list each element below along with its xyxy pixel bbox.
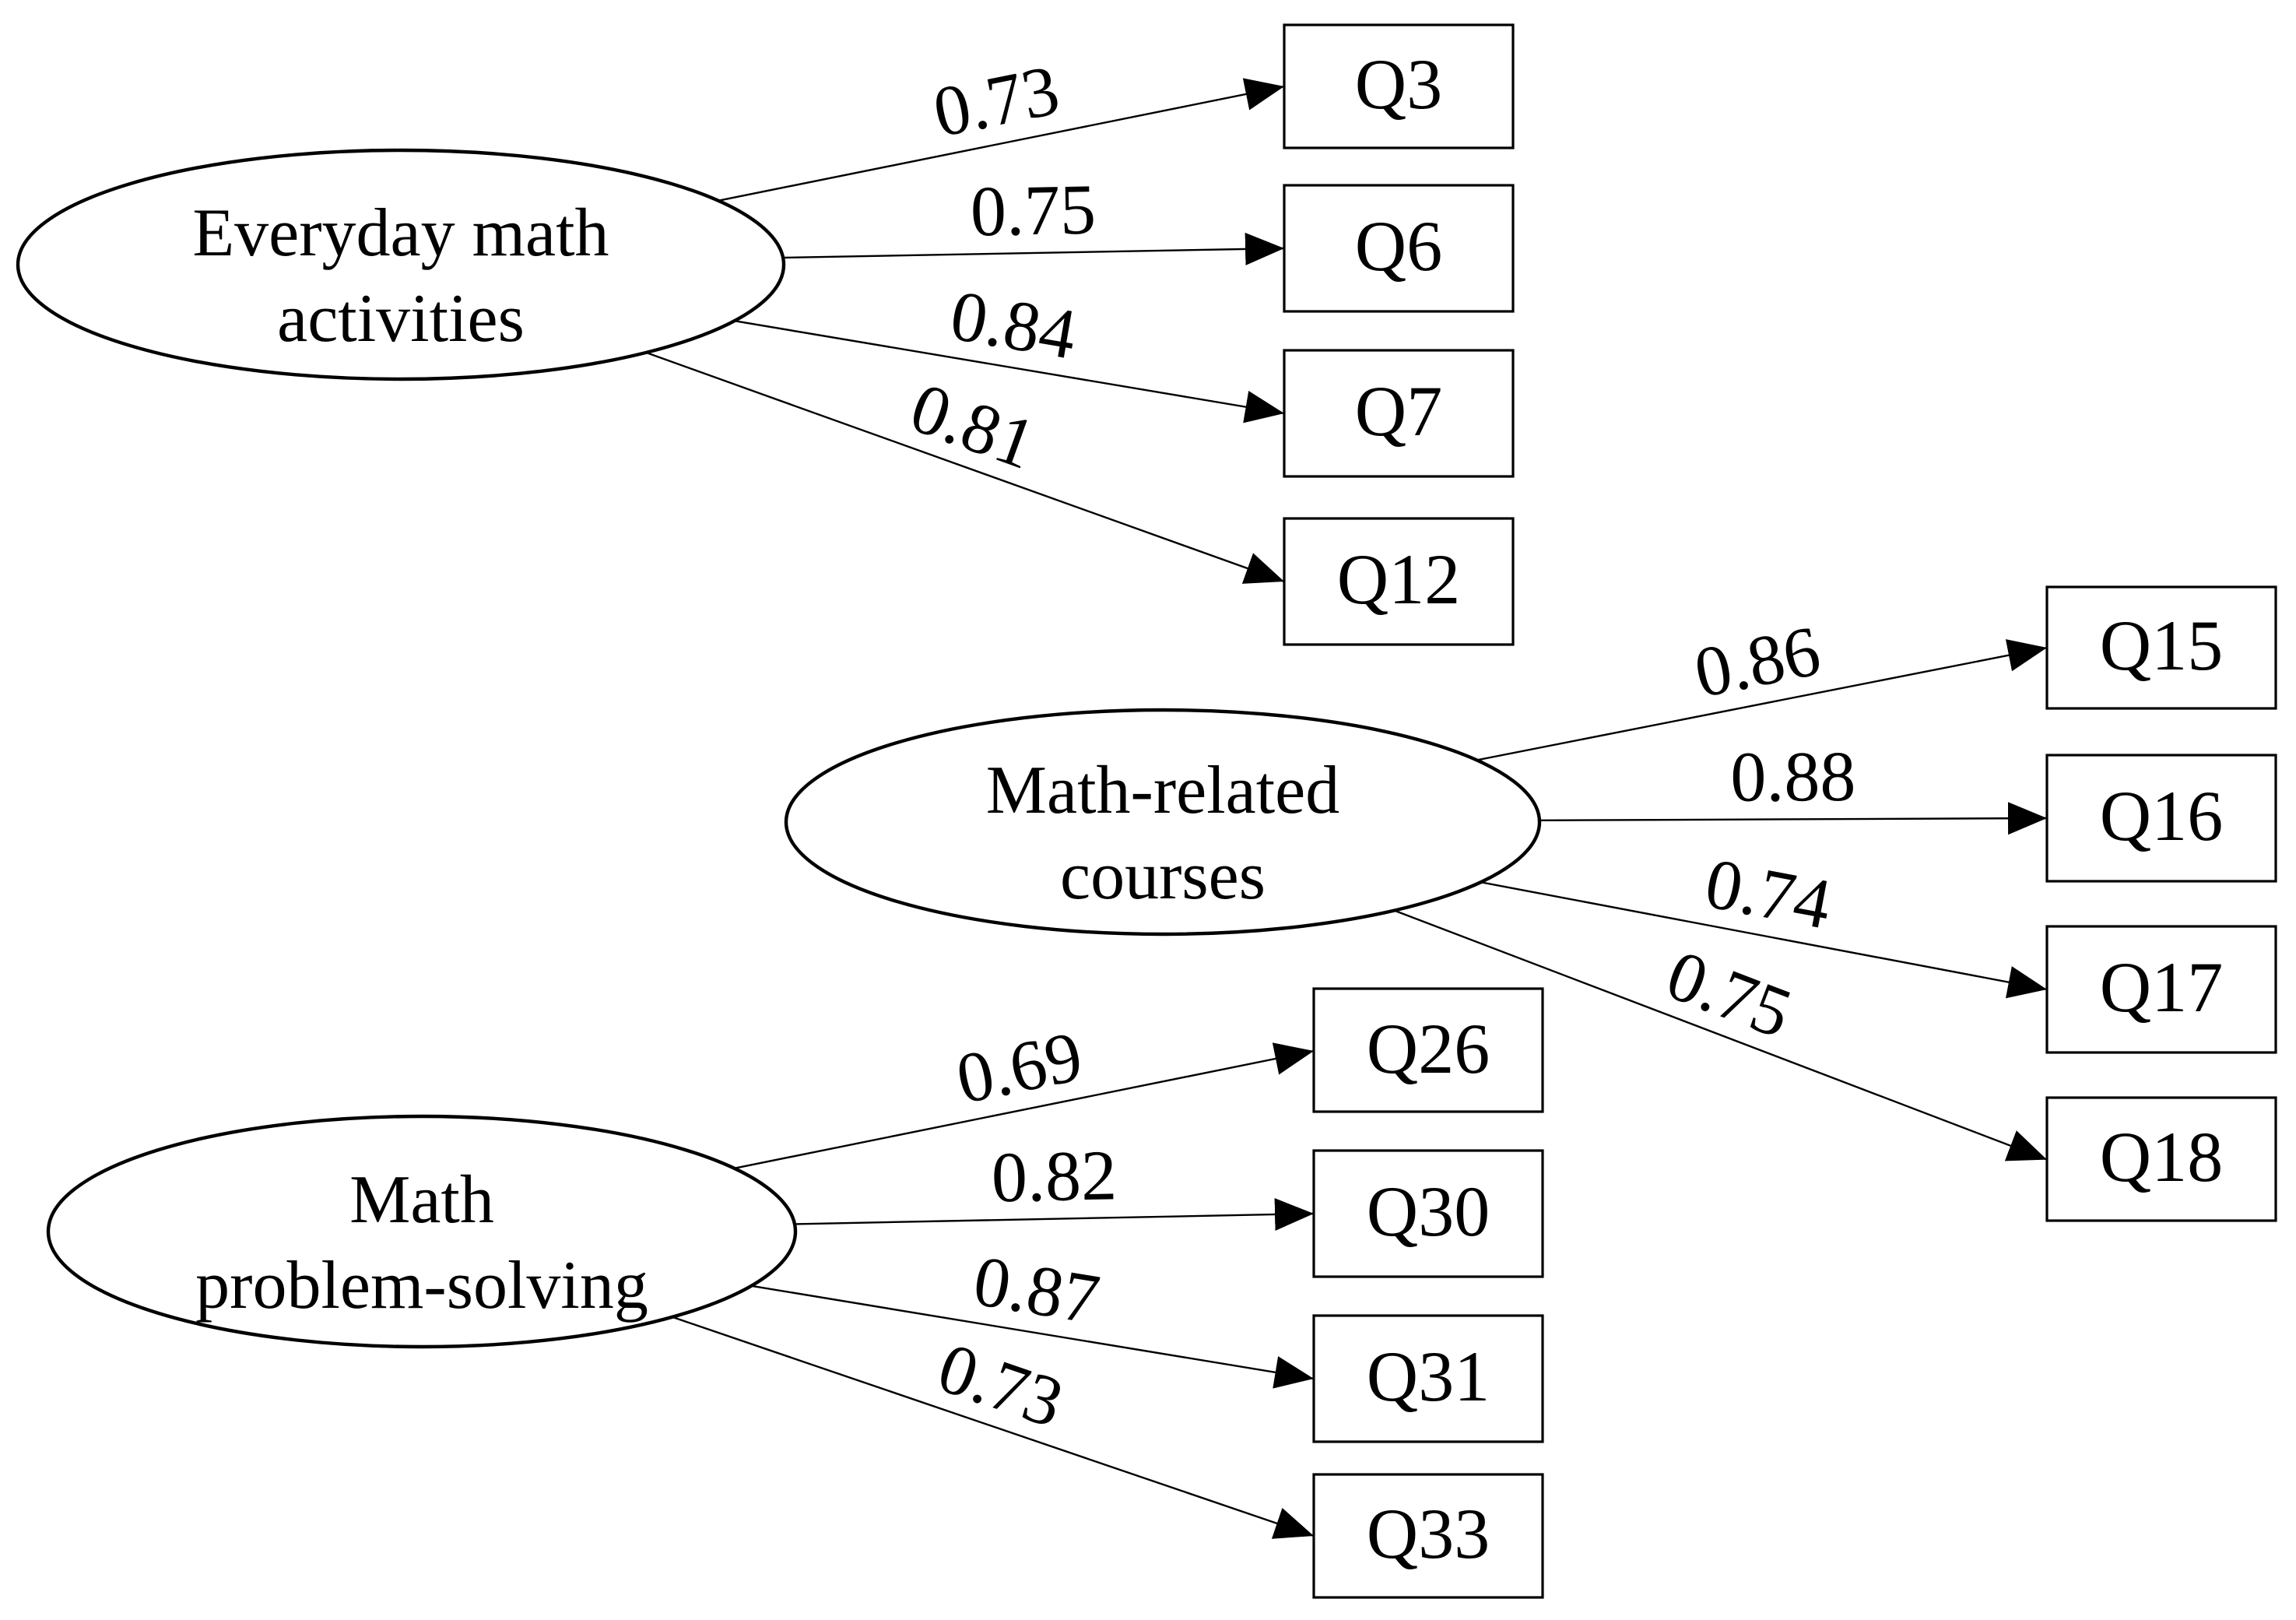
- arrow-courses-to-q15: [1476, 639, 2048, 761]
- latent-ellipse-math-related-courses: [784, 708, 1542, 937]
- indicator-label-q17: Q17: [2100, 947, 2223, 1027]
- indicator-box-q15: [2045, 585, 2277, 710]
- indicator-label-q15: Q15: [2100, 606, 2223, 685]
- latent-ellipse-math-problem-solving: [46, 1114, 798, 1349]
- indicator-label-q12: Q12: [1337, 539, 1460, 619]
- arrow-everyday-to-q3: [718, 78, 1285, 202]
- loading-label-q33: 0.73: [929, 1327, 1073, 1443]
- factor-group-everyday-math-activities: 0.73 0.75 0.84 0.81 Everyday math activi…: [16, 23, 1515, 646]
- indicator-label-q3: Q3: [1355, 44, 1442, 124]
- loading-label-q15: 0.86: [1688, 610, 1827, 712]
- factor-group-math-problem-solving: 0.69 0.82 0.87 0.73 Math problem-solving…: [46, 987, 1544, 1599]
- indicator-box-q6: [1283, 184, 1515, 313]
- latent-label-math-problem-solving-line2: problem-solving: [195, 1248, 648, 1323]
- indicator-box-q33: [1312, 1473, 1544, 1599]
- indicator-box-q17: [2045, 925, 2277, 1054]
- indicator-box-q18: [2045, 1096, 2277, 1222]
- indicator-label-q16: Q16: [2100, 776, 2223, 856]
- loading-label-q12: 0.81: [900, 367, 1045, 485]
- arrow-courses-to-q16: [1539, 802, 2048, 835]
- arrow-everyday-to-q12: [645, 351, 1285, 584]
- indicator-label-q18: Q18: [2100, 1117, 2223, 1197]
- indicator-label-q31: Q31: [1367, 1337, 1490, 1416]
- indicator-box-q31: [1312, 1314, 1544, 1443]
- indicator-box-q30: [1312, 1149, 1544, 1278]
- indicator-box-q3: [1283, 23, 1515, 149]
- indicator-box-q16: [2045, 754, 2277, 883]
- arrow-problemsolving-to-q30: [795, 1198, 1315, 1232]
- arrow-problemsolving-to-q26: [734, 1042, 1315, 1169]
- loading-label-q17: 0.74: [1699, 843, 1837, 944]
- indicator-box-q12: [1283, 517, 1515, 646]
- latent-label-math-related-courses-line2: courses: [1060, 838, 1266, 914]
- indicator-label-q6: Q6: [1355, 206, 1442, 286]
- latent-label-math-related-courses-line1: Math-related: [986, 753, 1339, 828]
- latent-label-math-problem-solving-line1: Math: [349, 1162, 494, 1238]
- latent-ellipse-everyday-math-activities: [16, 148, 786, 381]
- arrow-courses-to-q18: [1394, 909, 2048, 1161]
- arrow-problemsolving-to-q33: [672, 1316, 1315, 1539]
- arrow-everyday-to-q7: [734, 320, 1285, 423]
- loading-label-q18: 0.75: [1656, 934, 1802, 1053]
- factor-group-math-related-courses: 0.86 0.88 0.74 0.75 Math-related courses…: [784, 585, 2277, 1222]
- arrow-courses-to-q17: [1480, 881, 2048, 999]
- indicator-label-q26: Q26: [1367, 1009, 1490, 1088]
- indicator-box-q26: [1312, 987, 1544, 1113]
- arrow-everyday-to-q6: [782, 232, 1285, 265]
- loading-label-q6: 0.75: [970, 169, 1097, 251]
- latent-label-everyday-math-activities-line2: activities: [277, 281, 525, 357]
- indicator-label-q7: Q7: [1355, 371, 1442, 451]
- loading-label-q3: 0.73: [927, 50, 1065, 153]
- arrow-problemsolving-to-q31: [751, 1284, 1315, 1389]
- loading-label-q30: 0.82: [991, 1135, 1118, 1217]
- loading-label-q16: 0.88: [1730, 736, 1856, 817]
- indicator-box-q7: [1283, 349, 1515, 478]
- latent-label-everyday-math-activities-line1: Everyday math: [192, 195, 609, 271]
- indicator-label-q33: Q33: [1367, 1494, 1490, 1573]
- indicator-label-q30: Q30: [1367, 1172, 1490, 1251]
- loading-label-q26: 0.69: [950, 1016, 1089, 1119]
